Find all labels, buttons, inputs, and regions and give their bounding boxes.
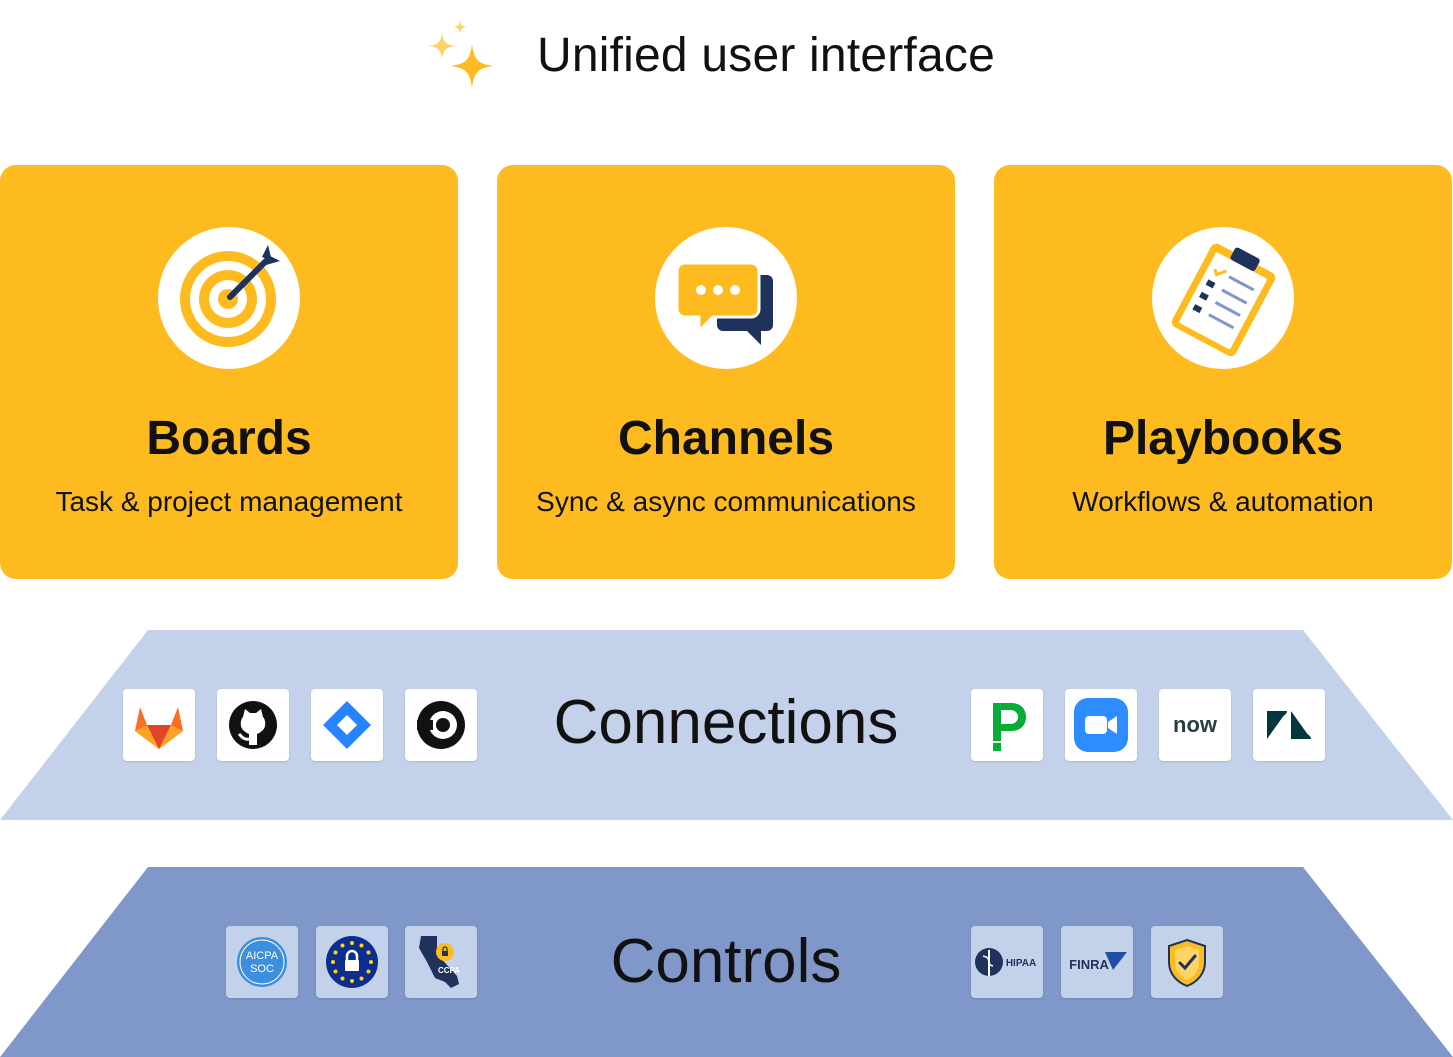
gdpr-eu-icon[interactable]: [316, 926, 388, 998]
card-subtitle: Task & project management: [55, 486, 403, 517]
aicpa-text: AICPA: [246, 950, 279, 962]
card-title: Channels: [617, 412, 835, 465]
clipboard-checklist-icon: [1152, 227, 1294, 369]
card-subtitle: Sync & async communications: [536, 486, 916, 517]
soc-text: SOC: [250, 963, 274, 975]
card-channels[interactable]: Channels Sync & async communications: [497, 165, 955, 579]
controls-label: Controls: [610, 927, 842, 996]
hipaa-text: HIPAA: [1006, 958, 1036, 969]
header: Unified user interface: [0, 14, 1453, 98]
pagerduty-icon[interactable]: [971, 689, 1043, 761]
controls-band-shape: [0, 867, 1453, 1057]
connections-band-shape: [0, 630, 1453, 820]
hipaa-icon[interactable]: HIPAA: [971, 926, 1043, 998]
sparkle-icon: [428, 20, 494, 88]
zoom-icon[interactable]: [1065, 689, 1137, 761]
jira-icon[interactable]: [311, 689, 383, 761]
controls-layer: Controls AICPA SOC CCPA: [0, 867, 1453, 1057]
chat-bubbles-icon: [655, 227, 797, 369]
connections-label: Connections: [553, 688, 899, 757]
zendesk-icon[interactable]: [1253, 689, 1325, 761]
servicenow-icon[interactable]: now: [1159, 689, 1231, 761]
card-playbooks[interactable]: Playbooks Workflows & automation: [994, 165, 1452, 579]
circleci-icon[interactable]: [405, 689, 477, 761]
gitlab-icon[interactable]: [123, 689, 195, 761]
card-boards[interactable]: Boards Task & project management: [0, 165, 458, 579]
card-title: Boards: [146, 412, 312, 465]
page-title: Unified user interface: [537, 29, 995, 82]
shield-check-icon[interactable]: [1151, 926, 1223, 998]
servicenow-text: now: [1173, 712, 1218, 737]
github-icon[interactable]: [217, 689, 289, 761]
ccpa-text: CCPA: [438, 966, 460, 975]
target-icon: [158, 227, 300, 369]
aicpa-soc-icon[interactable]: AICPA SOC: [226, 926, 298, 998]
finra-icon[interactable]: FINRA: [1061, 926, 1133, 998]
finra-text: FINRA: [1069, 957, 1109, 972]
card-subtitle: Workflows & automation: [1072, 486, 1374, 517]
connections-layer: Connections: [0, 630, 1453, 820]
ccpa-california-icon[interactable]: CCPA: [405, 926, 477, 998]
card-title: Playbooks: [1102, 412, 1344, 465]
